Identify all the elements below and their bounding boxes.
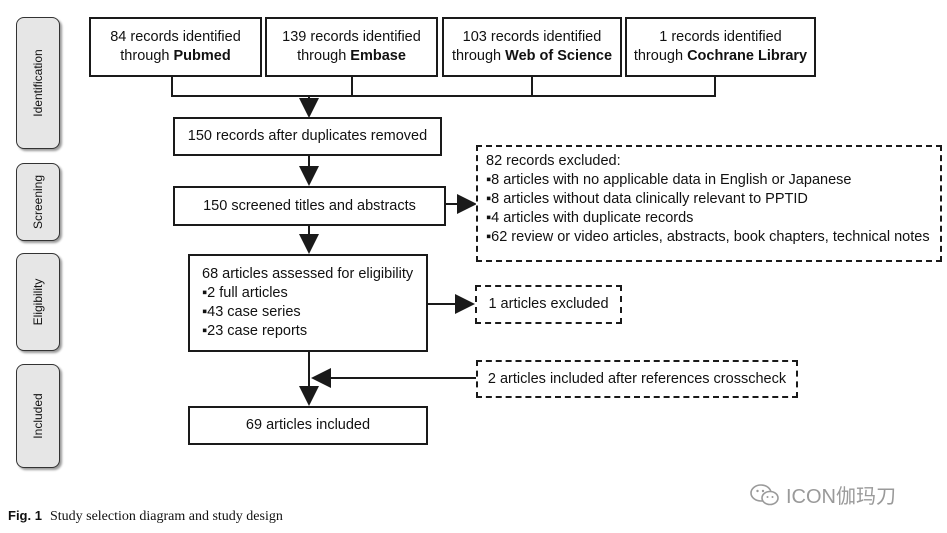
excluded-articles-box: 1 articles excluded — [475, 285, 622, 324]
after-duplicates-text: 150 records after duplicates removed — [187, 128, 428, 144]
crosscheck-text: 2 articles included after references cro… — [487, 370, 787, 387]
included-text: 69 articles included — [245, 417, 371, 433]
screened-box: 150 screened titles and abstracts — [173, 186, 446, 226]
watermark-text: ICON伽玛刀 — [786, 486, 896, 508]
source-box-cochrane: 1 records identified through Cochrane Li… — [625, 17, 816, 77]
excluded-records-box: 82 records excluded: ▪8 articles with no… — [476, 145, 942, 262]
eligibility-item: ▪2 full articles — [202, 285, 288, 301]
stage-label: Eligibility — [31, 278, 45, 326]
watermark: ICON伽玛刀 — [750, 480, 896, 509]
excluded-reason: ▪62 review or video articles, abstracts,… — [486, 229, 930, 245]
source-box-pubmed: 84 records identified through Pubmed — [89, 17, 262, 77]
caption-label: Fig. 1 — [8, 508, 42, 523]
eligibility-title: 68 articles assessed for eligibility — [202, 266, 414, 282]
excluded-reason: ▪8 articles with no applicable data in E… — [486, 172, 852, 188]
source-count: 1 records identified — [659, 29, 782, 45]
excluded-reason: ▪8 articles without data clinically rele… — [486, 191, 808, 207]
stage-identification: Identification — [16, 17, 60, 149]
stage-label: Identification — [31, 49, 45, 117]
excluded-records-title: 82 records excluded: — [486, 153, 621, 169]
source-through: through — [120, 48, 174, 64]
source-box-web-of-science: 103 records identified through Web of Sc… — [442, 17, 622, 77]
eligibility-item: ▪23 case reports — [202, 323, 308, 339]
source-database: Pubmed — [173, 48, 231, 64]
excluded-articles-text: 1 articles excluded — [488, 296, 609, 312]
stage-eligibility: Eligibility — [16, 253, 60, 351]
source-database: Embase — [350, 48, 406, 64]
source-count: 103 records identified — [462, 29, 602, 45]
included-box: 69 articles included — [188, 406, 428, 445]
stage-included: Included — [16, 364, 60, 468]
excluded-reason: ▪4 articles with duplicate records — [486, 210, 694, 226]
source-count: 139 records identified — [282, 29, 421, 45]
screened-text: 150 screened titles and abstracts — [203, 197, 416, 214]
wechat-icon — [750, 483, 779, 505]
source-database: Web of Science — [505, 48, 613, 64]
caption-text: Study selection diagram and study design — [49, 509, 283, 524]
stage-label: Included — [31, 393, 45, 439]
eligibility-item: ▪43 case series — [202, 304, 301, 320]
stage-screening: Screening — [16, 163, 60, 241]
stage-label: Screening — [31, 174, 45, 230]
source-through: through — [633, 48, 688, 64]
figure-caption: Fig. 1 Study selection diagram and study … — [8, 508, 283, 525]
after-duplicates-box: 150 records after duplicates removed — [173, 117, 442, 156]
source-database: Cochrane Library — [687, 48, 808, 64]
source-through: through — [451, 48, 506, 64]
source-box-embase: 139 records identified through Embase — [265, 17, 438, 77]
source-count: 84 records identified — [110, 29, 241, 45]
source-through: through — [297, 48, 351, 64]
eligibility-box: 68 articles assessed for eligibility ▪2 … — [188, 254, 428, 352]
crosscheck-box: 2 articles included after references cro… — [476, 360, 798, 398]
